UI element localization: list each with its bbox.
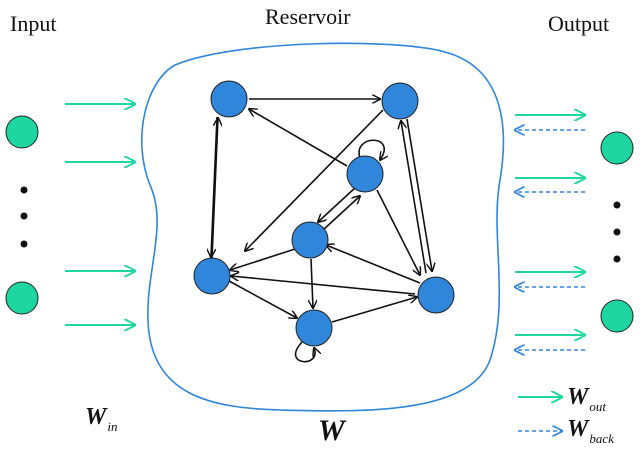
reservoir-node bbox=[346, 155, 384, 193]
output-node-bottom bbox=[600, 299, 634, 333]
output-node-top bbox=[600, 131, 634, 165]
output-ellipsis-dots bbox=[613, 201, 621, 263]
legend-w-back-label: Wback bbox=[567, 416, 614, 446]
reservoir-nodes bbox=[193, 80, 455, 347]
legend: Wout Wback bbox=[518, 384, 614, 446]
input-arrows bbox=[65, 104, 135, 325]
w-reservoir-label: W bbox=[318, 414, 347, 447]
reservoir-node bbox=[381, 82, 419, 120]
reservoir-boundary bbox=[141, 42, 505, 412]
reservoir-node bbox=[210, 80, 248, 118]
reservoir-node bbox=[193, 257, 231, 295]
input-ellipsis-dots bbox=[20, 186, 28, 248]
reservoir-edges bbox=[211, 99, 432, 363]
input-heading: Input bbox=[10, 11, 56, 36]
w-in-label: Win bbox=[85, 404, 117, 434]
input-node-bottom bbox=[5, 281, 39, 315]
reservoir-heading: Reservoir bbox=[265, 4, 351, 29]
reservoir-node bbox=[417, 276, 455, 314]
legend-w-out-label: Wout bbox=[567, 384, 606, 414]
output-heading: Output bbox=[548, 11, 609, 36]
reservoir-node bbox=[295, 309, 333, 347]
reservoir-node bbox=[291, 221, 329, 259]
input-node-top bbox=[5, 115, 39, 149]
output-arrows bbox=[515, 115, 585, 350]
